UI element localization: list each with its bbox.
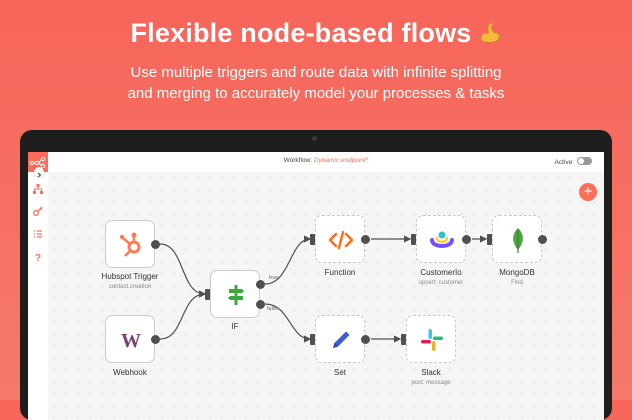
flexed-biceps-icon	[478, 21, 502, 52]
help-icon[interactable]: ?	[32, 250, 44, 264]
hero-subtitle: Use multiple triggers and route data wit…	[0, 62, 632, 104]
workflow-canvas[interactable]	[48, 172, 604, 420]
wire-hubspot-if	[159, 243, 207, 298]
if-true-label: true	[269, 275, 279, 281]
node-hubspot-trigger[interactable]	[105, 220, 155, 268]
if-false-handle[interactable]	[256, 300, 265, 309]
function-input-handle[interactable]	[310, 234, 315, 245]
hero-subtitle-line-1: Use multiple triggers and route data wit…	[130, 64, 502, 81]
webhook-icon: W	[121, 330, 141, 352]
n8n-logo-icon[interactable]	[28, 152, 48, 172]
workflow-name[interactable]: Dynamic endpoint*	[313, 157, 369, 164]
set-input-handle[interactable]	[310, 334, 315, 345]
key-icon[interactable]	[32, 204, 44, 217]
webhook-label: Webhook	[113, 368, 147, 377]
hubspot-sublabel: contact.creation	[108, 284, 152, 290]
mongodb-sublabel: Find	[511, 280, 523, 286]
function-output-handle[interactable]	[361, 235, 370, 244]
hero-title: Flexible node-based flows	[0, 18, 632, 52]
slack-input-handle[interactable]	[401, 334, 406, 345]
hero-subtitle-line-2: and merging to accurately model your pro…	[127, 85, 505, 102]
webhook-output-handle[interactable]	[151, 335, 160, 344]
app-screen: ? Workflow: Dynamic endpoint* Active:	[28, 152, 604, 420]
laptop-frame: ? Workflow: Dynamic endpoint* Active:	[20, 130, 612, 420]
list-icon[interactable]	[32, 227, 44, 239]
hero-title-text: Flexible node-based flows	[130, 18, 472, 48]
hubspot-output-handle[interactable]	[151, 240, 160, 249]
active-toggle[interactable]	[577, 157, 592, 165]
if-label: IF	[231, 322, 239, 331]
node-customerio[interactable]	[416, 215, 466, 263]
mongodb-output-handle[interactable]	[538, 235, 547, 244]
node-set[interactable]	[315, 315, 365, 363]
node-webhook[interactable]: W	[105, 315, 155, 363]
workflow-prefix: Workflow:	[283, 157, 313, 164]
mongodb-input-handle[interactable]	[487, 234, 492, 245]
hubspot-icon	[119, 232, 141, 257]
slack-label: Slack	[421, 368, 441, 377]
active-label: Active:	[554, 159, 574, 166]
node-slack[interactable]	[406, 315, 456, 363]
connections	[159, 235, 488, 343]
network-icon[interactable]	[32, 182, 44, 194]
node-if[interactable]	[210, 270, 260, 318]
expand-sidebar-icon[interactable]	[34, 167, 44, 178]
node-function[interactable]	[315, 215, 365, 263]
active-control: Active:	[554, 157, 592, 166]
if-false-label: false	[267, 306, 279, 312]
pen-icon	[333, 331, 350, 348]
svg-text:?: ?	[35, 253, 41, 263]
set-output-handle[interactable]	[361, 335, 370, 344]
slack-icon	[421, 329, 443, 351]
wire-if-function	[264, 235, 312, 285]
svg-text:W: W	[121, 330, 141, 352]
camera	[312, 136, 317, 141]
mongodb-label: MongoDB	[499, 268, 535, 277]
hubspot-label: Hubspot Trigger	[101, 272, 159, 281]
slack-sublabel: post: message	[411, 380, 451, 386]
mongodb-leaf-icon	[513, 228, 523, 253]
customerio-icon	[430, 231, 454, 248]
set-label: Set	[333, 368, 346, 377]
wire-webhook-if	[159, 290, 207, 340]
customerio-sublabel: upsert: customer	[418, 280, 464, 286]
node-mongodb[interactable]	[492, 215, 542, 263]
wire-if-set	[264, 303, 312, 343]
if-input-handle[interactable]	[205, 289, 210, 300]
function-label: Function	[324, 268, 356, 277]
customerio-label: CustomerIo	[420, 268, 462, 277]
customerio-input-handle[interactable]	[411, 234, 416, 245]
code-icon	[328, 230, 354, 250]
workflow-title: Workflow: Dynamic endpoint*	[48, 157, 604, 164]
if-true-handle[interactable]	[256, 280, 265, 289]
signpost-icon	[228, 285, 244, 305]
customerio-output-handle[interactable]	[462, 235, 471, 244]
add-node-button[interactable]: +	[579, 183, 597, 201]
